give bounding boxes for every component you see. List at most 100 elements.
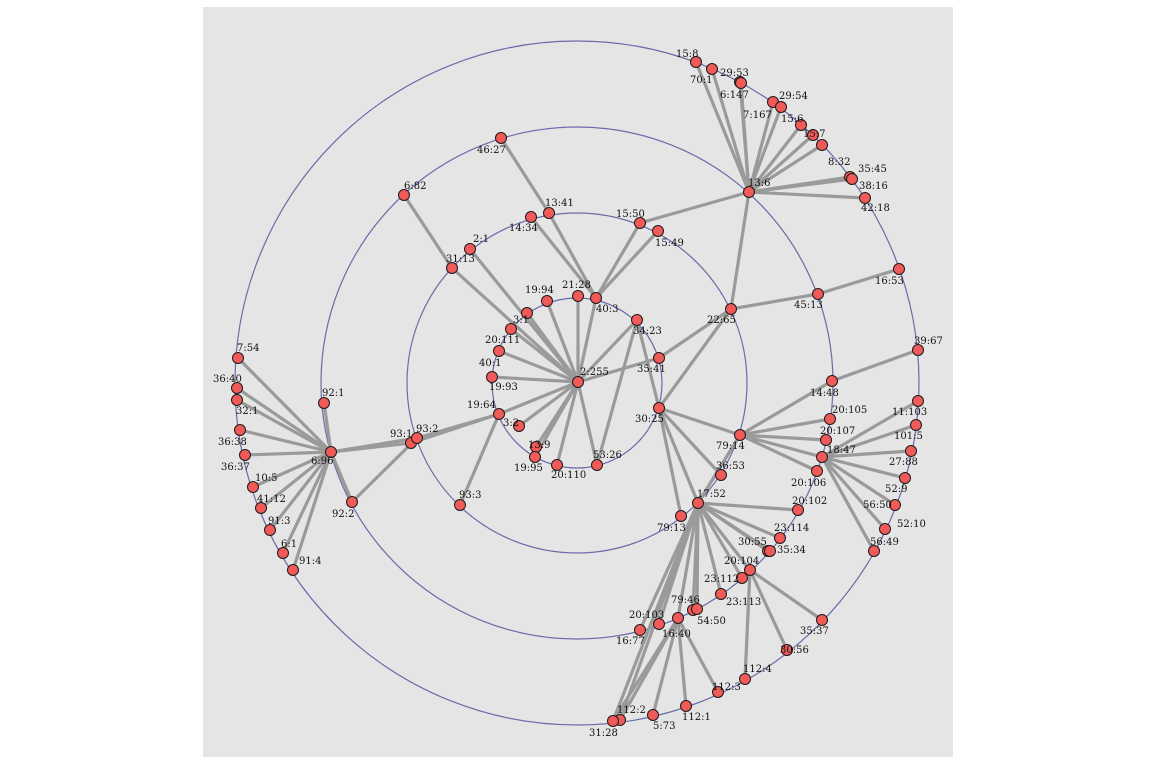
node-46:27[interactable] bbox=[495, 132, 507, 144]
node-20:110[interactable] bbox=[551, 459, 563, 471]
node-label: 79:46 bbox=[671, 595, 700, 606]
edge-30:25-17:52 bbox=[657, 406, 700, 505]
edge-20:104-30:56 bbox=[748, 568, 789, 652]
node-19:93[interactable] bbox=[486, 371, 498, 383]
node-32:1[interactable] bbox=[231, 394, 243, 406]
node-92:2[interactable] bbox=[346, 496, 358, 508]
node-41:12[interactable] bbox=[255, 502, 267, 514]
node-20:105[interactable] bbox=[824, 413, 836, 425]
node-6:82[interactable] bbox=[398, 189, 410, 201]
node-17:52[interactable] bbox=[692, 497, 704, 509]
node-70:1[interactable] bbox=[706, 63, 718, 75]
node-20:102[interactable] bbox=[792, 504, 804, 516]
node-34:23[interactable] bbox=[631, 314, 643, 326]
node-30:56[interactable] bbox=[781, 644, 793, 656]
node-7:54[interactable] bbox=[232, 352, 244, 364]
node-27:88[interactable] bbox=[905, 445, 917, 457]
node-36:40[interactable] bbox=[231, 382, 243, 394]
node-16:40[interactable] bbox=[672, 612, 684, 624]
node-10:5[interactable] bbox=[247, 481, 259, 493]
node-19:95[interactable] bbox=[529, 451, 541, 463]
node-2:1[interactable] bbox=[464, 243, 476, 255]
node-39:67[interactable] bbox=[912, 344, 924, 356]
node-79:14[interactable] bbox=[734, 429, 746, 441]
edge-13:6-8:32 bbox=[747, 143, 824, 194]
node-101:5[interactable] bbox=[910, 419, 922, 431]
node-36:38[interactable] bbox=[234, 424, 246, 436]
node-40:1[interactable] bbox=[493, 345, 505, 357]
node-label: 8:32 bbox=[828, 157, 850, 168]
node-91:3[interactable] bbox=[264, 524, 276, 536]
node-21:28[interactable] bbox=[572, 290, 584, 302]
node-3:1[interactable] bbox=[521, 307, 533, 319]
edge-20:104-112:4 bbox=[743, 568, 752, 681]
node-112:3[interactable] bbox=[712, 686, 724, 698]
node-23:114[interactable] bbox=[774, 532, 786, 544]
edge-15:50-13:6 bbox=[638, 190, 751, 225]
edge-79:14-14:48 bbox=[738, 379, 834, 437]
node-52:10[interactable] bbox=[879, 523, 891, 535]
node-6:147[interactable] bbox=[735, 77, 747, 89]
node-56:49[interactable] bbox=[868, 545, 880, 557]
node-20:106[interactable] bbox=[811, 465, 823, 477]
node-20:103[interactable] bbox=[653, 618, 665, 630]
node-23:112[interactable] bbox=[736, 572, 748, 584]
node-15:49[interactable] bbox=[652, 225, 664, 237]
node-13:41[interactable] bbox=[543, 207, 555, 219]
node-79:13[interactable] bbox=[675, 510, 687, 522]
node-36:53[interactable] bbox=[715, 469, 727, 481]
node-92:1[interactable] bbox=[318, 397, 330, 409]
node-20:107[interactable] bbox=[820, 434, 832, 446]
node-35:34[interactable] bbox=[764, 545, 776, 557]
node-35:37[interactable] bbox=[816, 614, 828, 626]
node-91:4[interactable] bbox=[287, 564, 299, 576]
node-93:3[interactable] bbox=[454, 499, 466, 511]
node-35:41[interactable] bbox=[653, 352, 665, 364]
node-15:6[interactable] bbox=[795, 119, 807, 131]
node-93:2[interactable] bbox=[411, 432, 423, 444]
edge-19:64-93:2 bbox=[415, 412, 501, 440]
node-label: 35:45 bbox=[858, 164, 887, 175]
node-15:7[interactable] bbox=[807, 129, 819, 141]
node-18:47[interactable] bbox=[816, 451, 828, 463]
node-112:4[interactable] bbox=[739, 673, 751, 685]
node-38:16[interactable] bbox=[846, 173, 858, 185]
node-label: 52:9 bbox=[885, 484, 907, 495]
node-16:77[interactable] bbox=[634, 624, 646, 636]
node-23:113[interactable] bbox=[715, 588, 727, 600]
node-label: 27:88 bbox=[889, 457, 918, 468]
node-16:53[interactable] bbox=[893, 263, 905, 275]
node-31:28[interactable] bbox=[607, 715, 619, 727]
node-2:255[interactable] bbox=[572, 376, 584, 388]
node-14:48[interactable] bbox=[826, 375, 838, 387]
node-36:37[interactable] bbox=[239, 449, 251, 461]
node-15:8[interactable] bbox=[690, 56, 702, 68]
node-6:96[interactable] bbox=[325, 446, 337, 458]
edge-18:47-11:103 bbox=[820, 399, 920, 459]
node-19:64[interactable] bbox=[493, 408, 505, 420]
node-19:94[interactable] bbox=[541, 295, 553, 307]
node-30:25[interactable] bbox=[653, 402, 665, 414]
node-56:50[interactable] bbox=[889, 499, 901, 511]
node-54:50[interactable] bbox=[691, 603, 703, 615]
node-8:32[interactable] bbox=[816, 139, 828, 151]
node-11:103[interactable] bbox=[912, 395, 924, 407]
node-5:73[interactable] bbox=[647, 709, 659, 721]
node-22:65[interactable] bbox=[725, 303, 737, 315]
node-40:3[interactable] bbox=[590, 292, 602, 304]
node-3:2[interactable] bbox=[513, 420, 525, 432]
node-20:104[interactable] bbox=[744, 564, 756, 576]
node-52:9[interactable] bbox=[899, 472, 911, 484]
node-label: 70:1 bbox=[690, 75, 712, 86]
node-20:111[interactable] bbox=[505, 323, 517, 335]
node-31:13[interactable] bbox=[446, 262, 458, 274]
node-45:13[interactable] bbox=[812, 288, 824, 300]
node-15:50[interactable] bbox=[634, 217, 646, 229]
node-112:1[interactable] bbox=[680, 700, 692, 712]
node-6:1[interactable] bbox=[277, 547, 289, 559]
node-53:26[interactable] bbox=[591, 459, 603, 471]
node-7:167[interactable] bbox=[775, 101, 787, 113]
node-14:34[interactable] bbox=[525, 211, 537, 223]
node-13:6[interactable] bbox=[743, 186, 755, 198]
node-42:18[interactable] bbox=[859, 192, 871, 204]
